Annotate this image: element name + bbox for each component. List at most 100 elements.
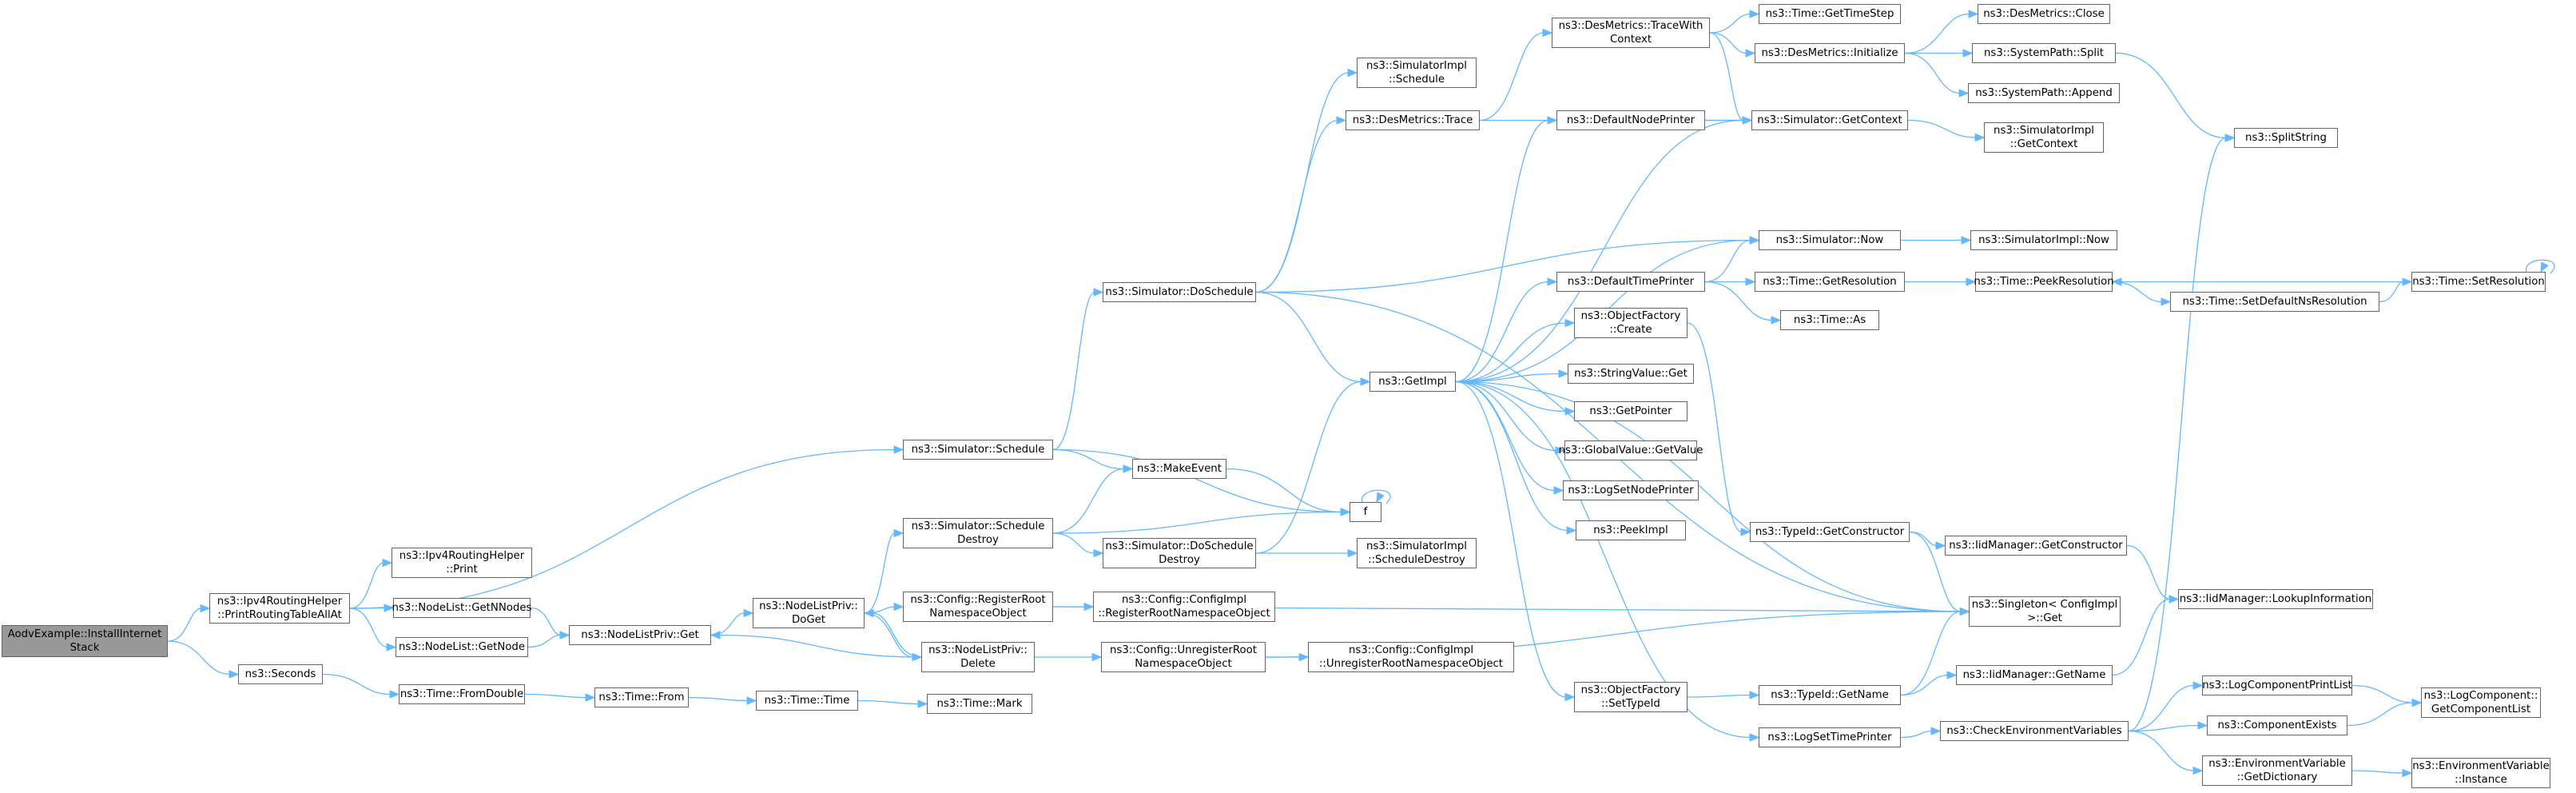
call-edge <box>1455 381 1557 452</box>
node-doSchedule[interactable]: ns3::Simulator::DoSchedule <box>1103 282 1256 302</box>
call-edge <box>1255 381 1362 554</box>
node-logSetTimePrinter[interactable]: ns3::LogSetTimePrinter <box>1759 727 1901 747</box>
node-setDefaultNs[interactable]: ns3::Time::SetDefaultNsResolution <box>2170 292 2379 312</box>
node-typeIdGetName[interactable]: ns3::TypeId::GetName <box>1759 685 1901 705</box>
node-label: ns3::Time::As <box>1793 314 1866 326</box>
node-timeMark[interactable]: ns3::Time::Mark <box>927 694 1032 714</box>
node-label: ns3::DesMetrics::TraceWith <box>1558 20 1703 32</box>
node-schedule[interactable]: ns3::Simulator::Schedule <box>903 440 1053 460</box>
call-edge <box>857 699 920 705</box>
node-objFactoryCreate[interactable]: ns3::ObjectFactory::Create <box>1574 308 1688 338</box>
node-getResolution[interactable]: ns3::Time::GetResolution <box>1755 272 1905 292</box>
node-defaultNodePrinter[interactable]: ns3::DefaultNodePrinter <box>1556 110 1705 130</box>
edge-arrowhead <box>1347 548 1358 558</box>
node-globalValueGet[interactable]: ns3::GlobalValue::GetValue <box>1559 440 1703 460</box>
node-implUnregisterRoot[interactable]: ns3::Config::ConfigImpl::UnregisterRootN… <box>1308 642 1514 672</box>
node-makeEvent[interactable]: ns3::MakeEvent <box>1132 459 1226 479</box>
node-stringValueGet[interactable]: ns3::StringValue::Get <box>1568 364 1694 384</box>
call-edge <box>2128 684 2195 732</box>
node-label: Context <box>1609 34 1652 46</box>
node-implNow[interactable]: ns3::SimulatorImpl::Now <box>1970 230 2117 250</box>
node-fromDouble[interactable]: ns3::Time::FromDouble <box>399 684 525 704</box>
node-peekImpl[interactable]: ns3::PeekImpl <box>1576 520 1686 540</box>
node-privDelete[interactable]: ns3::NodeListPriv::Delete <box>921 642 1035 672</box>
call-edge <box>1455 373 1560 383</box>
call-edge <box>2112 598 2171 676</box>
node-getNNodes[interactable]: ns3::NodeList::GetNNodes <box>392 598 531 618</box>
node-label: ns3::LogSetTimePrinter <box>1767 731 1892 743</box>
call-edge <box>1704 281 1773 321</box>
node-getTimeStep[interactable]: ns3::Time::GetTimeStep <box>1759 4 1901 24</box>
node-setResolution[interactable]: ns3::Time::SetResolution <box>2411 272 2546 292</box>
node-iidLookup[interactable]: ns3::IidManager::LookupInformation <box>2178 589 2373 609</box>
node-label: ns3::Time::GetResolution <box>1763 276 1897 288</box>
node-doGet[interactable]: ns3::NodeListPriv::DoGet <box>753 598 865 628</box>
node-getPointer[interactable]: ns3::GetPointer <box>1574 401 1688 421</box>
node-f[interactable]: f <box>1350 502 1381 522</box>
call-edge <box>718 634 922 658</box>
edge-arrowhead <box>1749 691 1760 699</box>
node-defaultTimePrinter[interactable]: ns3::DefaultTimePrinter <box>1556 272 1705 292</box>
node-desTrace[interactable]: ns3::DesMetrics::Trace <box>1346 110 1480 130</box>
node-peekResolution[interactable]: ns3::Time::PeekResolution <box>1974 272 2114 292</box>
node-simNow[interactable]: ns3::Simulator::Now <box>1759 230 1901 250</box>
call-edge <box>167 608 202 642</box>
call-edge <box>1052 448 1342 513</box>
node-componentExists[interactable]: ns3::ComponentExists <box>2207 715 2347 735</box>
node-systemPathAppend[interactable]: ns3::SystemPath::Append <box>1968 83 2120 103</box>
node-logCompPrintList[interactable]: ns3::LogComponentPrintList <box>2202 675 2352 695</box>
node-desInitialize[interactable]: ns3::DesMetrics::Initialize <box>1755 43 1905 63</box>
node-implGetContext[interactable]: ns3::SimulatorImpl::GetContext <box>1984 122 2104 153</box>
call-edge <box>2128 724 2200 732</box>
node-getNode[interactable]: ns3::NodeList::GetNode <box>396 637 528 657</box>
node-implRegisterRoot[interactable]: ns3::Config::ConfigImpl::RegisterRootNam… <box>1093 592 1275 622</box>
node-seconds[interactable]: ns3::Seconds <box>238 664 323 684</box>
node-singletonGet[interactable]: ns3::Singleton< ConfigImpl >::Get <box>1969 596 2121 627</box>
node-implScheduleDestroy[interactable]: ns3::SimulatorImpl::ScheduleDestroy <box>1357 538 1477 568</box>
node-printRoutingTable[interactable]: ns3::Ipv4RoutingHelper::PrintRoutingTabl… <box>209 593 350 624</box>
node-splitString[interactable]: ns3::SplitString <box>2234 128 2338 148</box>
node-desClose[interactable]: ns3::DesMetrics::Close <box>1978 4 2110 24</box>
node-logCompGetList[interactable]: ns3::LogComponent::GetComponentList <box>2421 687 2541 718</box>
node-envInstance[interactable]: ns3::EnvironmentVariable::Instance <box>2411 758 2550 788</box>
node-logSetNodePrinter[interactable]: ns3::LogSetNodePrinter <box>1563 480 1699 500</box>
node-label: ns3::Time::FromDouble <box>400 688 524 700</box>
node-iidGetConstructor[interactable]: ns3::IidManager::GetConstructor <box>1945 536 2127 556</box>
node-label: >::Get <box>2027 612 2062 624</box>
node-label: ::GetContext <box>2010 138 2078 150</box>
node-label: ns3::SimulatorImpl::Now <box>1978 234 2109 246</box>
node-timeTime[interactable]: ns3::Time::Time <box>756 691 858 711</box>
edge-arrowhead <box>1962 49 1974 58</box>
node-timeFrom[interactable]: ns3::Time::From <box>594 687 689 707</box>
node-label: Delete <box>960 658 996 670</box>
node-label: ns3::SimulatorImpl <box>1366 540 1467 552</box>
call-edge <box>2347 702 2414 727</box>
node-objFactorySetTypeId[interactable]: ns3::ObjectFactory::SetTypeId <box>1574 682 1688 712</box>
edge-arrowhead <box>1740 528 1751 536</box>
call-edge <box>1455 381 1962 612</box>
call-edge <box>710 612 745 636</box>
edge-arrowhead <box>1340 508 1351 516</box>
node-iidGetName[interactable]: ns3::IidManager::GetName <box>1956 665 2113 685</box>
node-getImpl[interactable]: ns3::GetImpl <box>1369 372 1456 392</box>
node-timeAs[interactable]: ns3::Time::As <box>1780 310 1879 330</box>
edge-arrowhead <box>2197 721 2208 730</box>
node-implSchedule[interactable]: ns3::SimulatorImpl::Schedule <box>1357 58 1477 88</box>
call-edge <box>2379 281 2404 303</box>
node-getContext[interactable]: ns3::Simulator::GetContext <box>1751 110 1908 130</box>
node-getConstructor[interactable]: ns3::TypeId::GetConstructor <box>1750 522 1910 542</box>
node-checkEnv[interactable]: ns3::CheckEnvironmentVariables <box>1940 721 2129 741</box>
node-label: ns3::GlobalValue::GetValue <box>1558 444 1703 456</box>
node-privGet[interactable]: ns3::NodeListPriv::Get <box>569 625 711 645</box>
node-ipv4Print[interactable]: ns3::Ipv4RoutingHelper::Print <box>392 548 532 578</box>
call-edge <box>1255 239 1751 293</box>
node-systemPathSplit[interactable]: ns3::SystemPath::Split <box>1972 43 2116 63</box>
edge-arrowhead <box>2192 766 2204 775</box>
node-envGetDictionary[interactable]: ns3::EnvironmentVariable::GetDictionary <box>2202 755 2352 786</box>
